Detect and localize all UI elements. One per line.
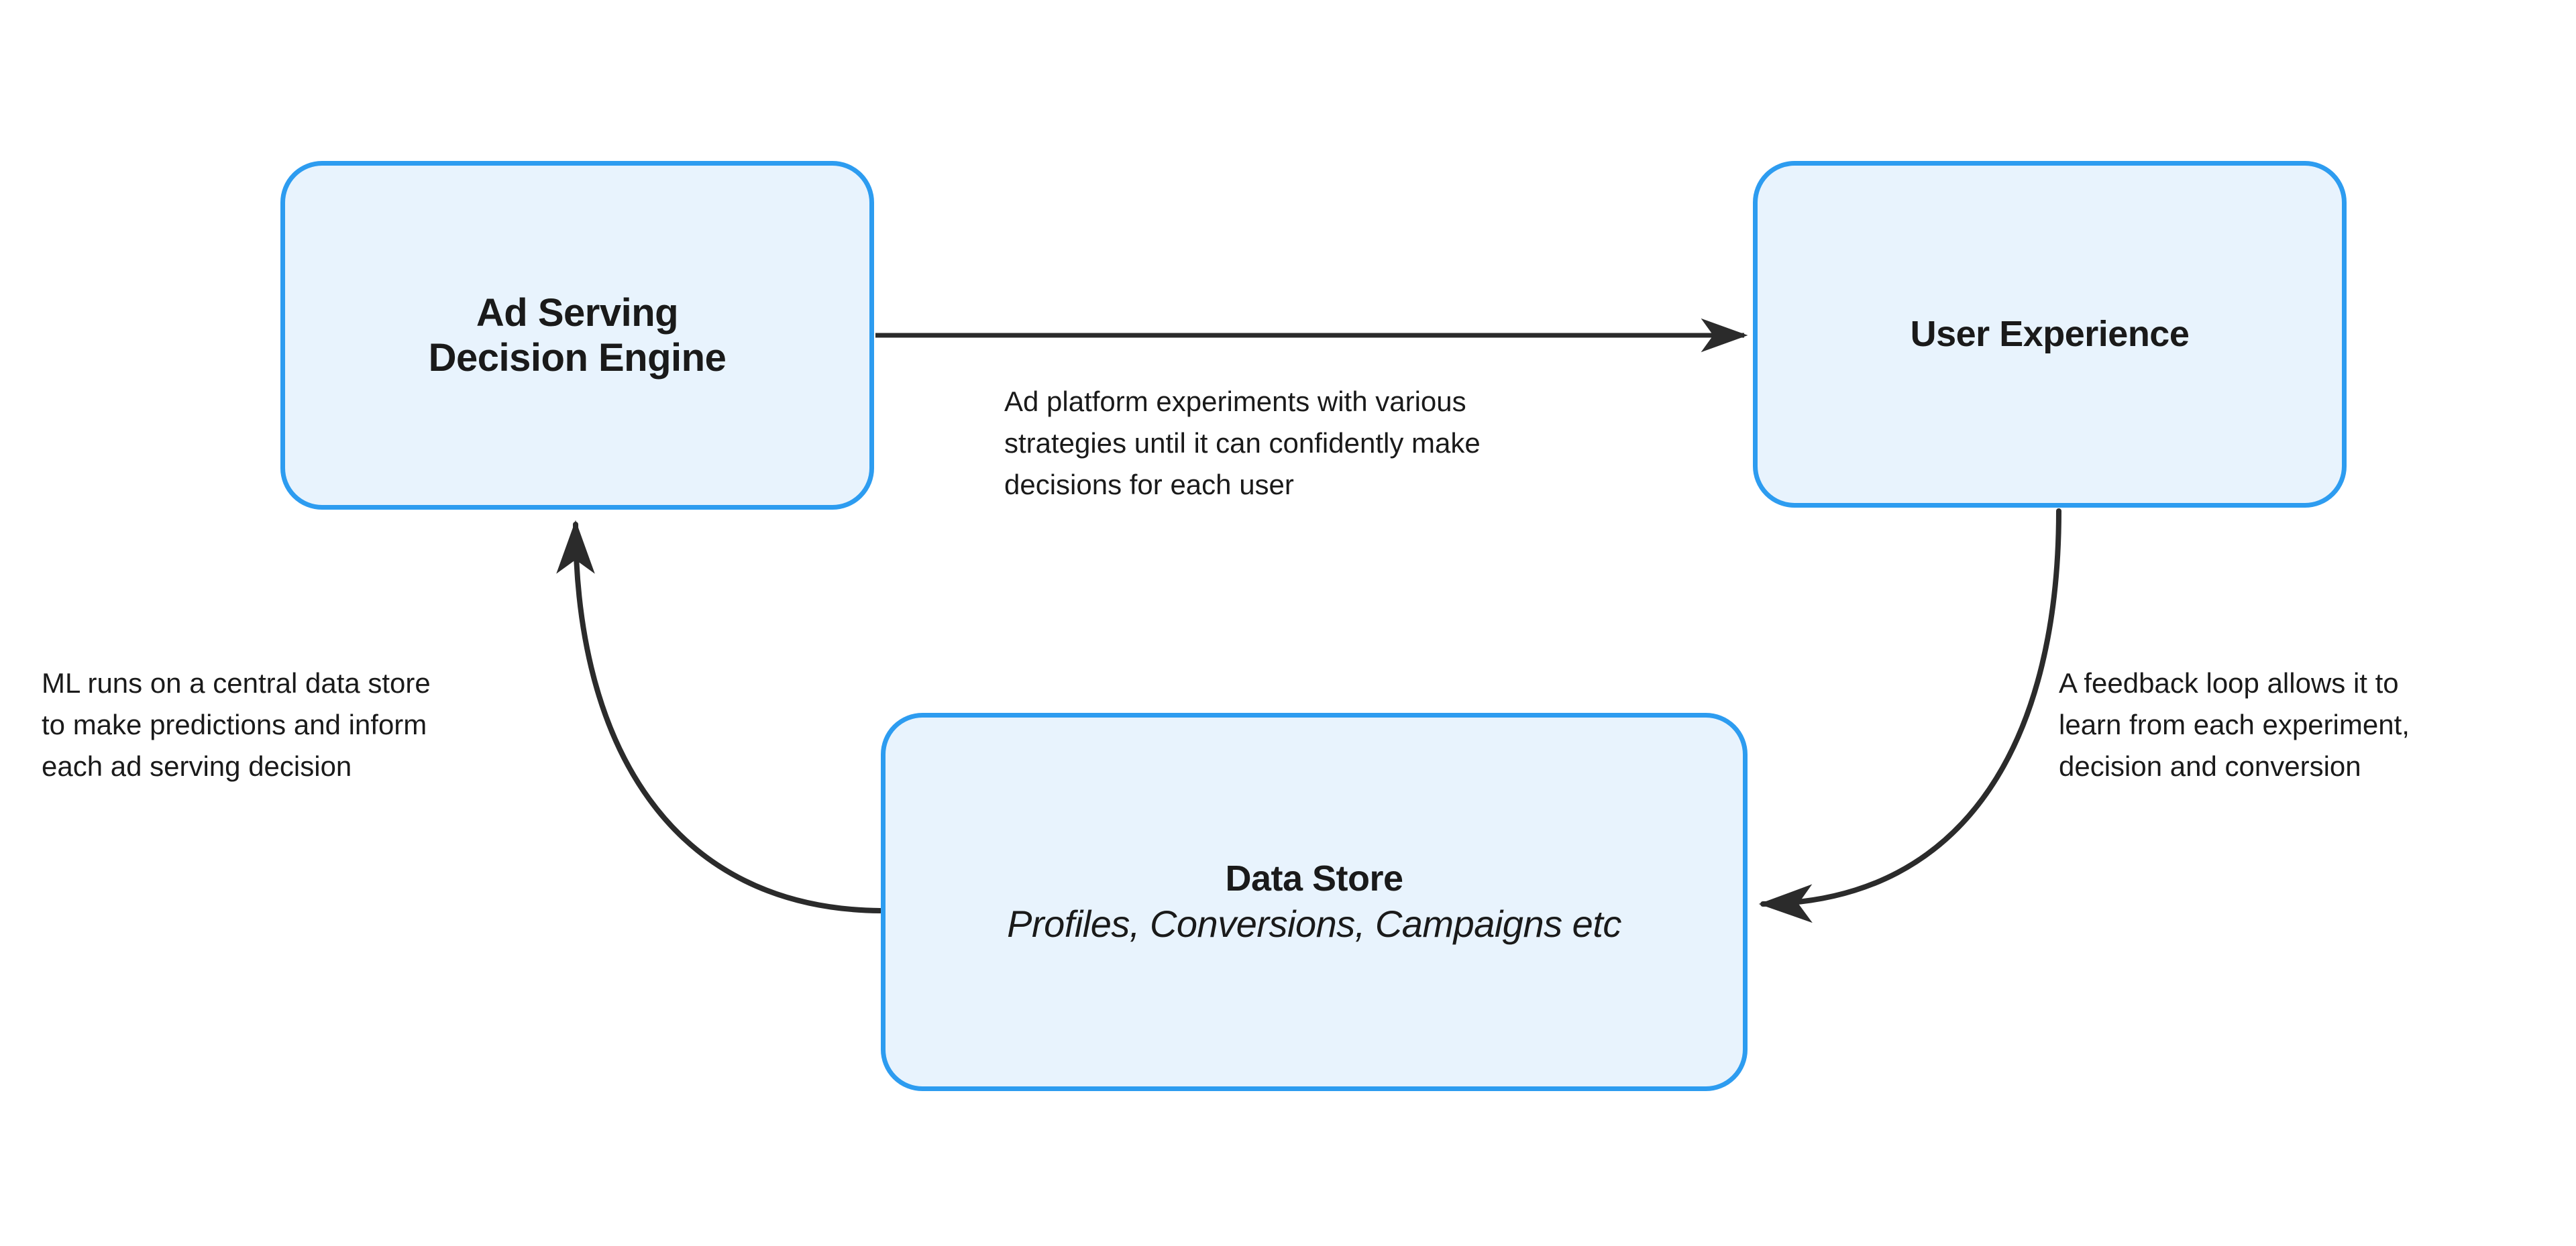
node-user-experience[interactable]: User Experience [1753, 161, 2347, 508]
node-title: User Experience [1910, 314, 2190, 355]
edge-user-experience-to-data-store [1758, 508, 2061, 923]
node-title: Ad Serving Decision Engine [428, 290, 727, 380]
edge-data-store-to-ad-serving [556, 520, 883, 913]
node-subtitle: Profiles, Conversions, Campaigns etc [1007, 902, 1621, 945]
node-data-store[interactable]: Data Store Profiles, Conversions, Campai… [881, 713, 1748, 1091]
node-title: Data Store [1225, 858, 1403, 899]
edge-label-data-store-to-ad-serving: ML runs on a central data store to make … [42, 667, 431, 783]
edge-label-user-experience-to-data-store: A feedback loop allows it to learn from … [2059, 667, 2410, 783]
node-ad-serving-decision-engine[interactable]: Ad Serving Decision Engine [280, 161, 874, 510]
edge-label-ad-serving-to-user-experience: Ad platform experiments with various str… [1004, 386, 1481, 501]
